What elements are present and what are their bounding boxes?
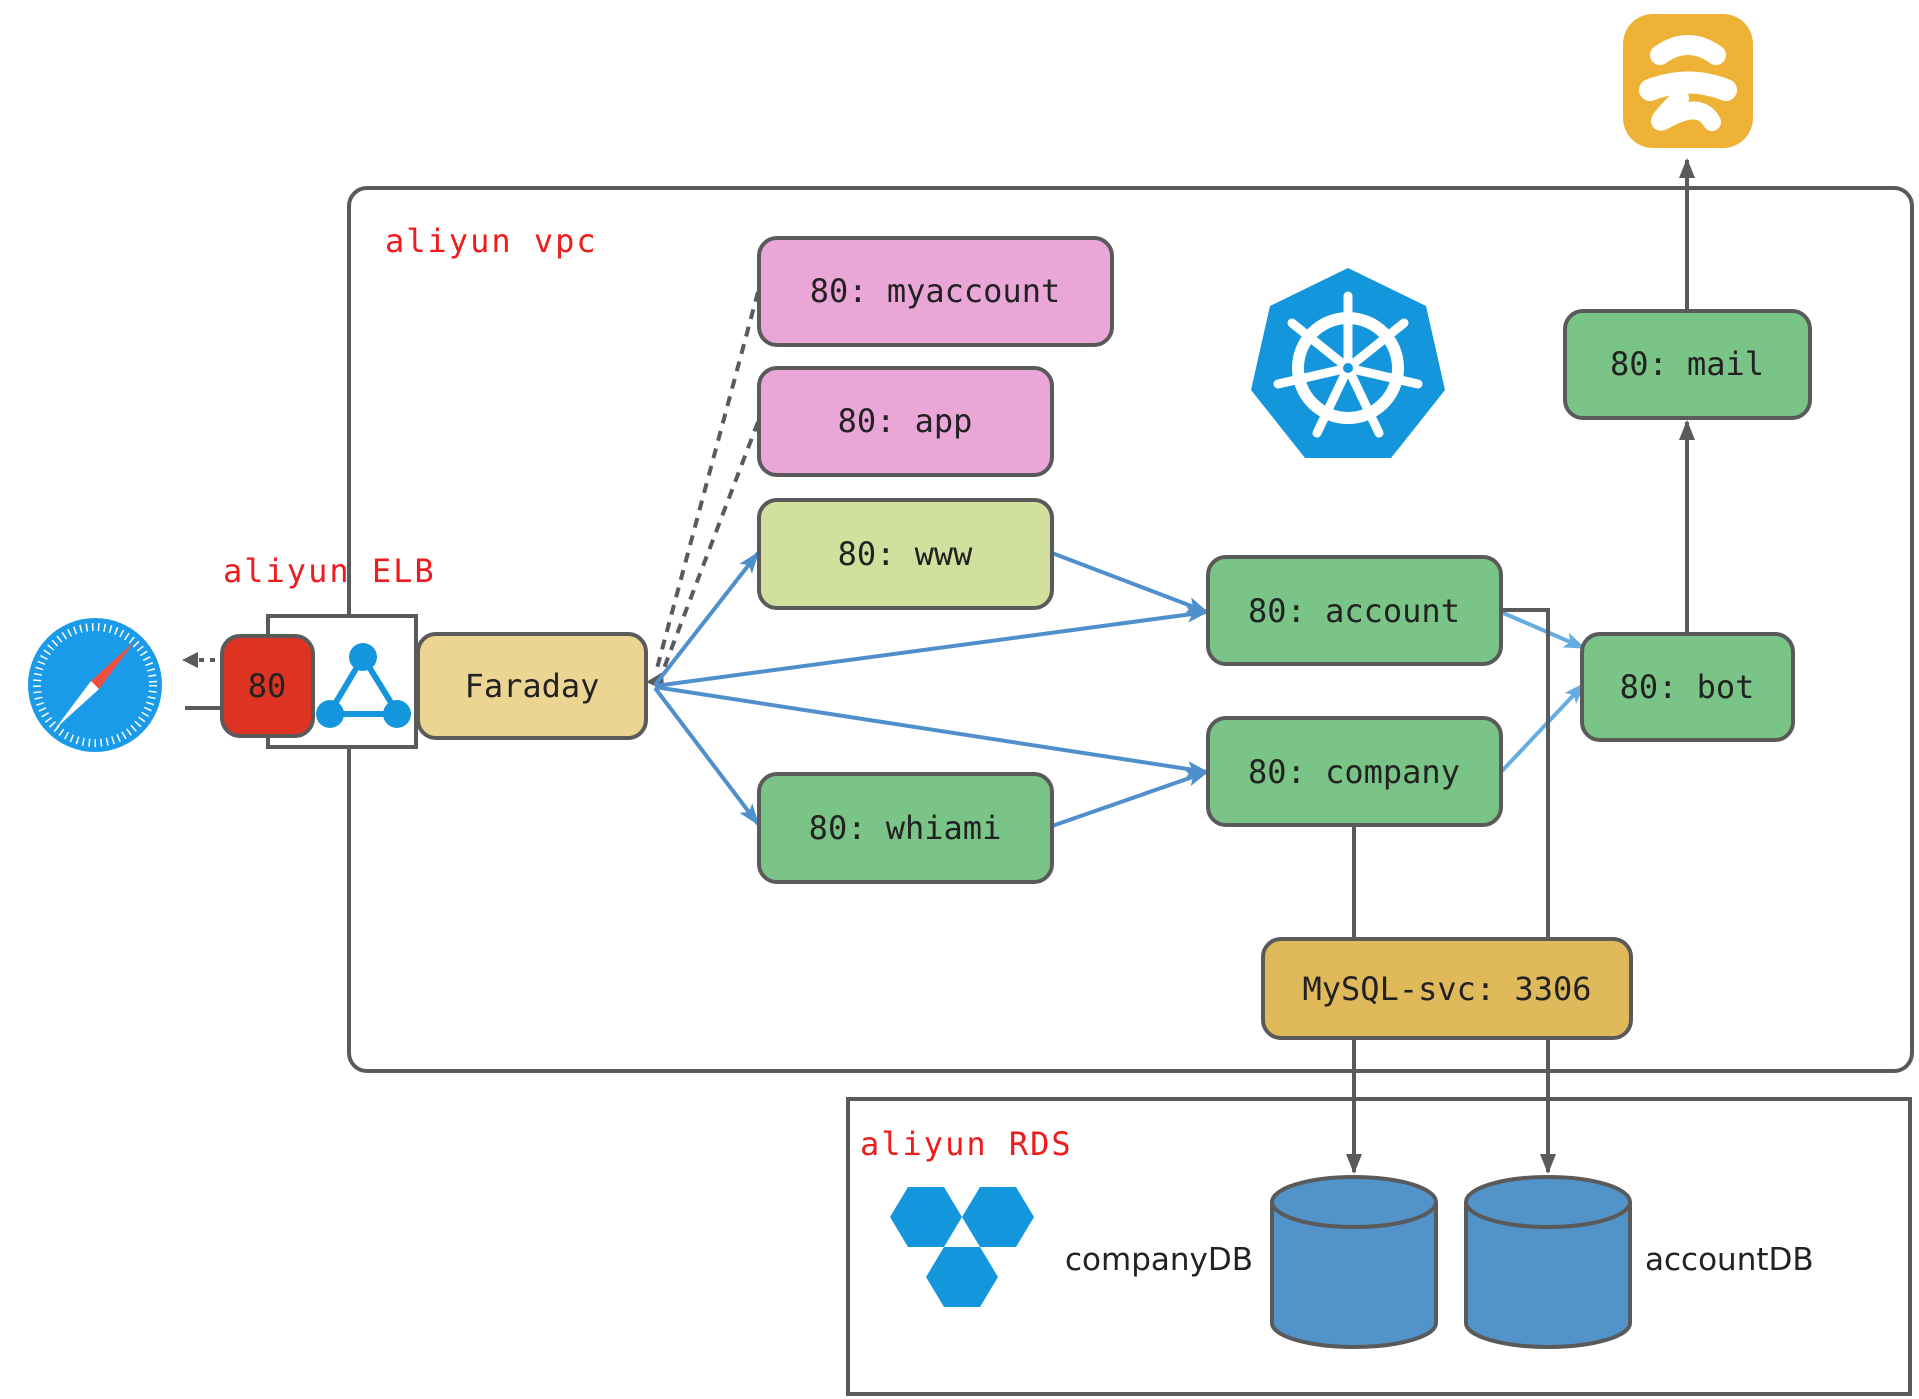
whiami-label: 80: whiami <box>809 809 1002 847</box>
rds-region: aliyun RDS <box>846 1097 1912 1396</box>
mysql-svc-label: MySQL-svc: 3306 <box>1303 970 1592 1008</box>
www-label: 80: www <box>838 535 974 573</box>
kubernetes-helm-icon <box>1251 268 1445 458</box>
account-bot-link <box>1500 610 1586 650</box>
mysql-svc-node[interactable]: MySQL-svc: 3306 <box>1261 937 1633 1040</box>
rds-hexagons-icon <box>890 1187 1034 1307</box>
company-bot-link <box>1499 682 1586 774</box>
www-account-link <box>1051 551 1209 614</box>
www-node[interactable]: 80: www <box>757 498 1054 610</box>
app-label: 80: app <box>838 402 973 440</box>
companydb-label: companyDB <box>1065 1242 1253 1278</box>
safari-compass-icon <box>28 618 162 752</box>
faraday-node[interactable]: Faraday <box>416 632 648 740</box>
elb-port-node[interactable]: 80 <box>220 634 315 738</box>
elb-port-label: 80 <box>248 667 287 705</box>
mail-node[interactable]: 80: mail <box>1563 309 1812 420</box>
bot-node[interactable]: 80: bot <box>1580 632 1795 742</box>
rds-label: aliyun RDS <box>860 1125 1073 1163</box>
myaccount-label: 80: myaccount <box>810 272 1060 310</box>
account-db-link <box>1501 608 1556 1174</box>
account-node[interactable]: 80: account <box>1206 555 1503 666</box>
accountdb-label: accountDB <box>1645 1242 1814 1278</box>
company-node[interactable]: 80: company <box>1206 716 1503 827</box>
aliyun-cloud-icon <box>1623 14 1753 148</box>
load-balancer-triangle-icon <box>316 643 411 728</box>
myaccount-faraday-link <box>654 291 760 673</box>
bot-label: 80: bot <box>1620 668 1755 706</box>
account-label: 80: account <box>1248 592 1460 630</box>
faraday-company-link <box>654 685 1209 777</box>
faraday-www-link <box>653 551 760 687</box>
faraday-whiami-link <box>653 686 760 826</box>
whiami-company-link <box>1051 770 1209 828</box>
mail-label: 80: mail <box>1610 345 1764 383</box>
accountdb-cylinder[interactable] <box>1464 1175 1632 1349</box>
app-faraday-link <box>659 421 760 677</box>
arrow-icon <box>182 652 198 668</box>
vpc-label: aliyun vpc <box>385 222 598 260</box>
app-node[interactable]: 80: app <box>757 366 1054 477</box>
myaccount-node[interactable]: 80: myaccount <box>757 236 1114 347</box>
companydb-cylinder[interactable] <box>1270 1175 1438 1349</box>
whiami-node[interactable]: 80: whiami <box>757 772 1054 884</box>
faraday-account-link <box>654 606 1209 688</box>
elb-label: aliyun ELB <box>223 552 436 590</box>
company-label: 80: company <box>1248 753 1460 791</box>
faraday-label: Faraday <box>465 667 600 705</box>
